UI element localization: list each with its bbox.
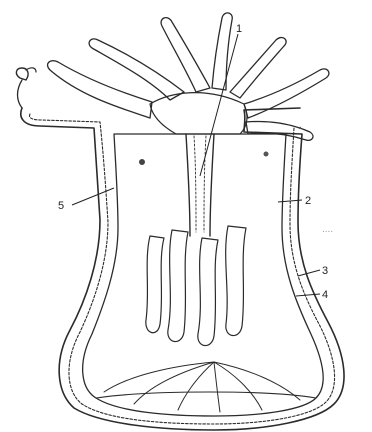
tentacle-right — [244, 69, 329, 118]
tentacle-crown — [48, 13, 329, 140]
basal-floor — [96, 392, 316, 398]
scan-artifacts: .... — [322, 224, 333, 235]
label-5: 5 — [58, 200, 64, 212]
scan-dots: .... — [322, 224, 333, 235]
speckle-right-body — [264, 152, 269, 157]
basal-fold-4 — [214, 362, 220, 412]
label-1: 1 — [236, 23, 242, 35]
pharynx-lining-right — [204, 136, 206, 232]
leader-lines — [72, 34, 320, 296]
bud-stalk — [18, 80, 23, 108]
label-2: 2 — [305, 195, 311, 207]
basal-fold-2 — [134, 362, 214, 404]
pharynx-right-wall — [210, 134, 214, 236]
body-wall-middle — [30, 114, 335, 424]
mesentery-3 — [198, 238, 218, 346]
basal-fold-5 — [214, 362, 262, 410]
basal-disc — [96, 362, 316, 412]
leader-4 — [296, 294, 320, 296]
mesentery-1 — [146, 236, 164, 333]
pharynx-lining-left — [194, 136, 196, 232]
leader-3 — [298, 270, 320, 276]
label-3: 3 — [322, 265, 328, 277]
pharynx — [186, 134, 214, 236]
mesenteries — [146, 226, 246, 346]
mesentery-4 — [226, 226, 246, 336]
basal-fold-1 — [104, 362, 214, 392]
tentacle-center-right — [230, 38, 286, 98]
basal-fold-3 — [178, 362, 214, 410]
pharynx-left-wall — [186, 134, 190, 236]
leader-5 — [72, 188, 114, 205]
tentacle-center — [212, 13, 232, 90]
tentacle-right-lower — [246, 121, 313, 140]
label-4: 4 — [322, 289, 328, 301]
tentacle-left-outer — [48, 61, 152, 118]
tentacle-left — [89, 39, 184, 100]
oral-disc — [150, 93, 247, 134]
body-column — [21, 108, 344, 430]
body-wall-inner — [83, 134, 323, 416]
number-labels: 1 2 3 4 5 — [58, 23, 328, 301]
left-bud — [16, 68, 36, 108]
speckle-tentacle — [299, 127, 301, 129]
mesentery-2 — [168, 230, 188, 342]
leader-1 — [200, 34, 238, 176]
speckle-left-body — [139, 159, 145, 165]
